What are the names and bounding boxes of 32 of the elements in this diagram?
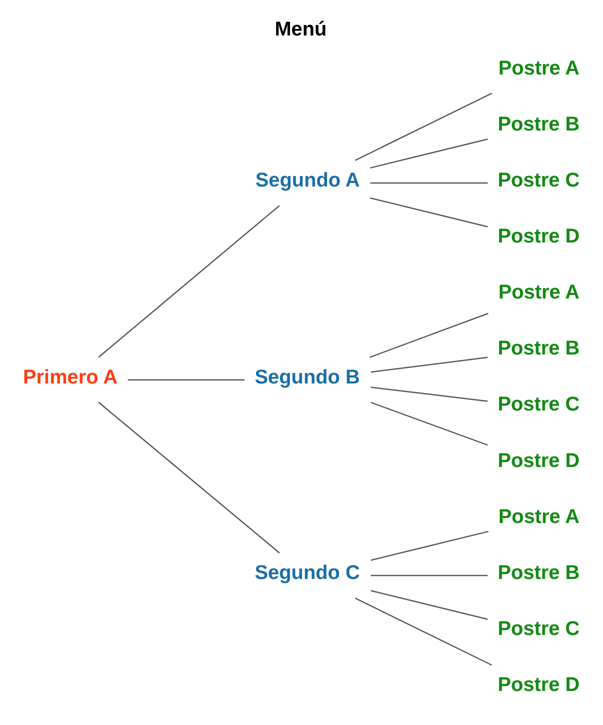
connector [370,138,488,168]
connector [370,590,488,620]
diagram-title: Menú [274,18,327,40]
node-text: Postre A [498,281,580,304]
connector [354,597,492,666]
node-text: Primero A [23,366,118,388]
connector [370,196,488,227]
node-text: Postre A [498,505,580,528]
connector [370,386,488,402]
connector [370,182,488,184]
node-text: Segundo C [254,561,360,584]
node-text: Segundo A [255,168,360,191]
connector [370,574,488,576]
connector [370,356,488,372]
connector [98,204,280,358]
node-text: Postre C [498,168,580,191]
node-text: Postre B [498,561,580,584]
node-text: Postre C [498,618,580,640]
node-text: Postre D [498,449,580,472]
node-text: Segundo B [254,366,360,388]
node-text: Postre A [498,56,580,79]
node-text: Postre D [498,225,580,248]
node-text: Postre D [498,674,580,696]
connector [98,401,280,553]
node-text: Postre B [498,337,580,360]
connector [369,312,488,358]
connector [128,378,244,380]
node-text: Postre C [498,393,580,416]
connector [370,530,489,560]
node-text: Postre B [498,112,580,135]
connector [370,401,488,446]
connector [354,92,492,160]
